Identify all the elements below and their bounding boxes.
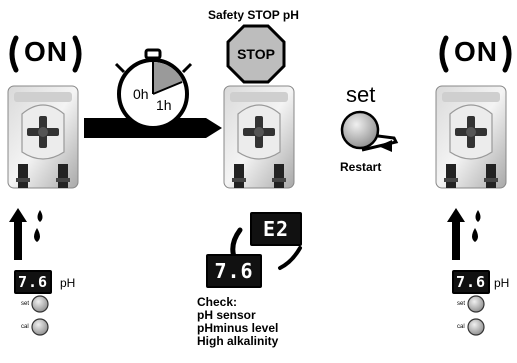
error-display: E2 [250,212,302,246]
pump-center [223,85,295,189]
restart-label: Restart [340,160,382,174]
cal-button-label-right: cal [457,324,465,330]
ph-display-center: 7.6 [206,254,262,288]
set-button-right[interactable] [467,295,485,313]
check-list: Check: pH sensor pHminus level High alka… [197,296,357,348]
stop-sign-label: STOP [237,46,275,62]
check-item: High alkalinity [197,334,279,348]
pump-right [435,85,507,189]
on-label-right: ON [454,36,498,67]
on-brackets [9,35,512,73]
check-item: pH sensor [197,308,256,322]
timer-end-label: 1h [156,97,172,113]
ph-unit-right: pH [494,276,510,290]
ph-unit-left: pH [60,276,76,290]
cal-button-left[interactable] [31,318,49,336]
cal-button-label-left: cal [21,324,29,330]
set-button-label-left: set [21,301,30,307]
check-item: pHminus level [197,321,279,335]
set-button-label-right: set [457,301,466,307]
dosing-arrow-right [447,208,481,260]
set-label: set [346,82,376,107]
check-heading: Check: [197,295,238,309]
cal-button-right[interactable] [467,318,485,336]
timer-start-label: 0h [133,86,149,102]
stopwatch-icon [114,48,193,130]
title: Safety STOP pH [208,8,299,22]
set-restart-knob [340,110,399,152]
ph-display-left: 7.6 [14,270,52,294]
on-label-left: ON [24,36,68,67]
ph-display-right: 7.6 [452,270,490,294]
dosing-arrow-left [9,208,43,260]
pump-left [7,85,79,189]
set-button-left[interactable] [31,295,49,313]
stop-sign-icon [226,24,286,84]
